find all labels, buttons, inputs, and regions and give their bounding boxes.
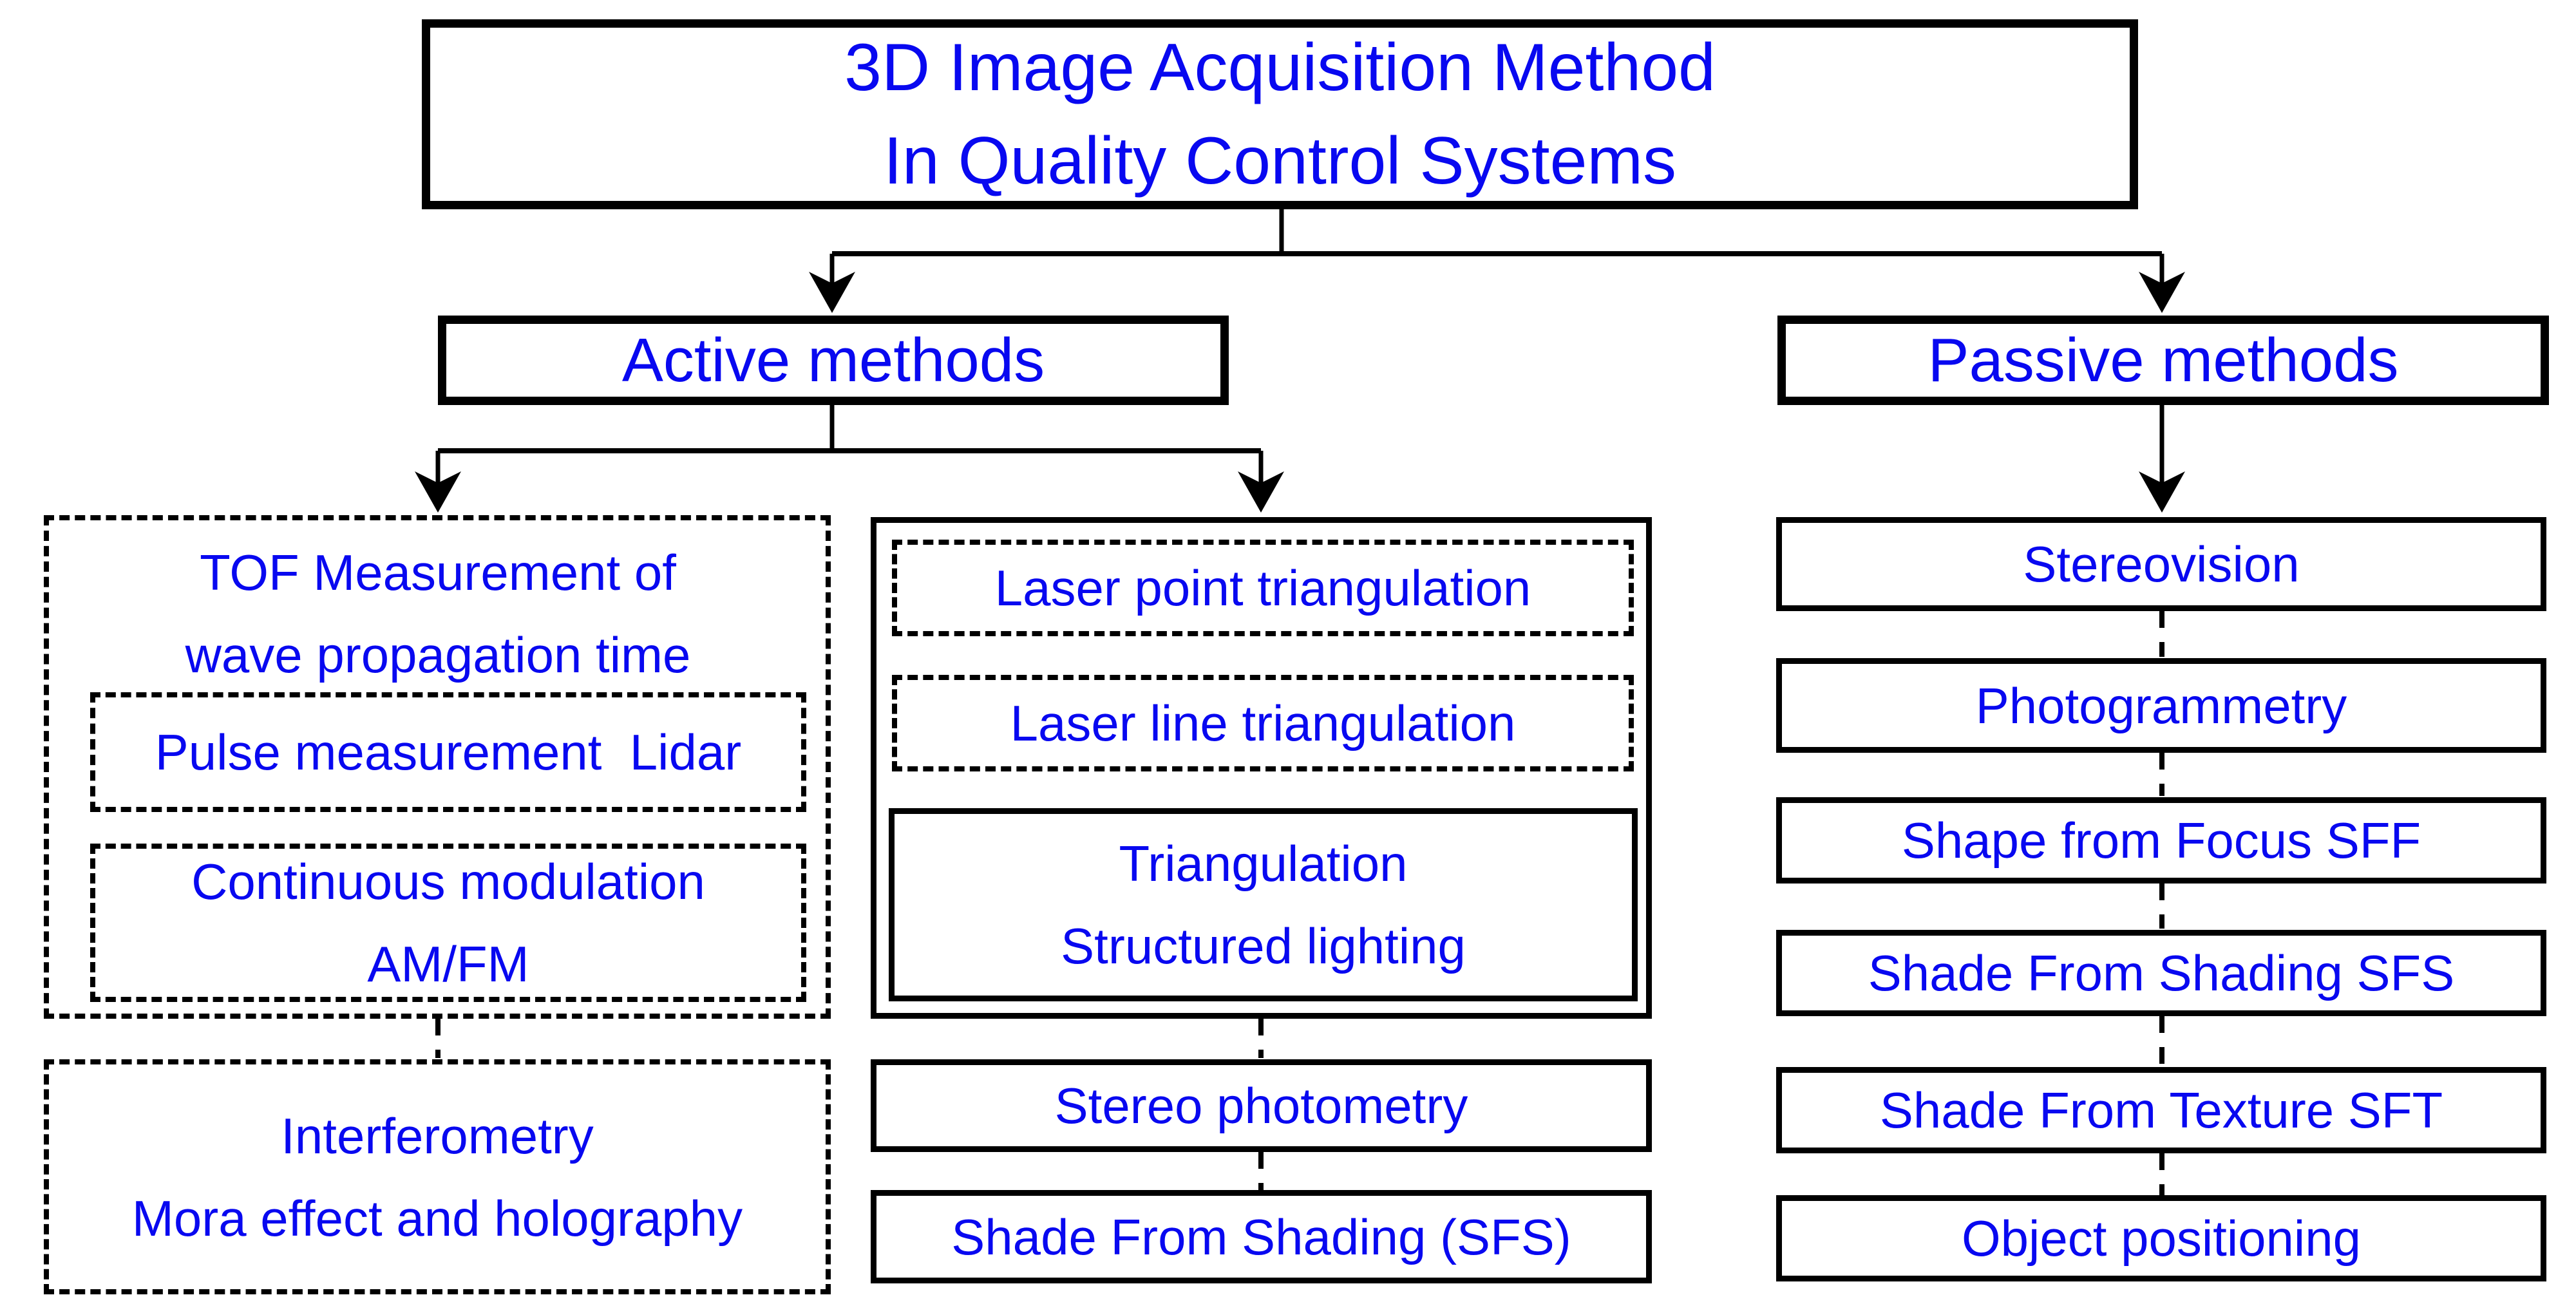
continuous-modulation-line-2: AM/FM bbox=[367, 936, 529, 992]
title-line-2: In Quality Control Systems bbox=[883, 123, 1677, 198]
shape-from-focus-box: Shape from Focus SFF bbox=[1776, 797, 2546, 884]
photogrammetry-box: Photogrammetry bbox=[1776, 658, 2546, 753]
shade-from-texture-box: Shade From Texture SFT bbox=[1776, 1067, 2546, 1153]
laser-point-triangulation-box: Laser point triangulation bbox=[892, 540, 1634, 636]
connector-active-branch bbox=[415, 404, 1284, 513]
shade-from-shading-sfs-mid-label: Shade From Shading (SFS) bbox=[951, 1208, 1571, 1265]
shade-from-shading-sfs-mid-box: Shade From Shading (SFS) bbox=[871, 1190, 1652, 1283]
arrowhead-to-passive-icon bbox=[2139, 272, 2185, 313]
interferometry-line-2: Mora effect and holography bbox=[131, 1189, 743, 1247]
stereovision-label: Stereovision bbox=[2023, 536, 2300, 592]
shape-from-focus-label: Shape from Focus SFF bbox=[1901, 812, 2421, 869]
title-line-1: 3D Image Acquisition Method bbox=[844, 30, 1716, 105]
active-methods-label: Active methods bbox=[621, 325, 1045, 395]
arrowhead-to-stereovision-icon bbox=[2139, 471, 2185, 513]
laser-line-triangulation-box: Laser line triangulation bbox=[892, 675, 1634, 771]
tof-heading-line-2: wave propagation time bbox=[185, 627, 691, 683]
passive-methods-label: Passive methods bbox=[1927, 325, 2399, 395]
shade-from-shading-label: Shade From Shading SFS bbox=[1868, 945, 2455, 1001]
laser-point-triangulation-label: Laser point triangulation bbox=[994, 560, 1531, 616]
active-methods-box: Active methods bbox=[438, 316, 1229, 405]
object-positioning-label: Object positioning bbox=[1961, 1210, 2362, 1267]
shade-from-texture-label: Shade From Texture SFT bbox=[1879, 1082, 2443, 1139]
interferometry-box: Interferometry Mora effect and holograph… bbox=[44, 1059, 831, 1294]
structured-lighting-line-1: Triangulation bbox=[1119, 835, 1408, 892]
connector-title-branch bbox=[809, 208, 2185, 313]
structured-lighting-box: Triangulation Structured lighting bbox=[889, 808, 1638, 1001]
tof-heading-line-1: TOF Measurement of bbox=[200, 544, 676, 601]
stereo-photometry-box: Stereo photometry bbox=[871, 1059, 1652, 1152]
root-title-box: 3D Image Acquisition Method In Quality C… bbox=[422, 19, 2138, 209]
connector-passive-stem bbox=[2139, 404, 2185, 513]
passive-methods-box: Passive methods bbox=[1777, 316, 2549, 405]
continuous-modulation-line-1: Continuous modulation bbox=[191, 853, 705, 910]
continuous-modulation-box: Continuous modulation AM/FM bbox=[90, 844, 806, 1002]
stereo-photometry-label: Stereo photometry bbox=[1054, 1077, 1468, 1134]
arrowhead-to-triangulation-icon bbox=[1238, 471, 1284, 513]
photogrammetry-label: Photogrammetry bbox=[1975, 677, 2347, 734]
stereovision-box: Stereovision bbox=[1776, 517, 2546, 611]
shade-from-shading-box: Shade From Shading SFS bbox=[1776, 930, 2546, 1016]
pulse-measurement-box: Pulse measurement Lidar bbox=[90, 692, 806, 812]
arrowhead-to-tof-icon bbox=[415, 471, 461, 513]
tof-heading: TOF Measurement of wave propagation time bbox=[58, 533, 818, 694]
pulse-measurement-label: Pulse measurement Lidar bbox=[155, 724, 742, 780]
interferometry-line-1: Interferometry bbox=[281, 1107, 594, 1164]
arrowhead-to-active-icon bbox=[809, 272, 855, 313]
object-positioning-box: Object positioning bbox=[1776, 1195, 2546, 1281]
structured-lighting-line-2: Structured lighting bbox=[1061, 918, 1466, 974]
laser-line-triangulation-label: Laser line triangulation bbox=[1010, 695, 1516, 751]
